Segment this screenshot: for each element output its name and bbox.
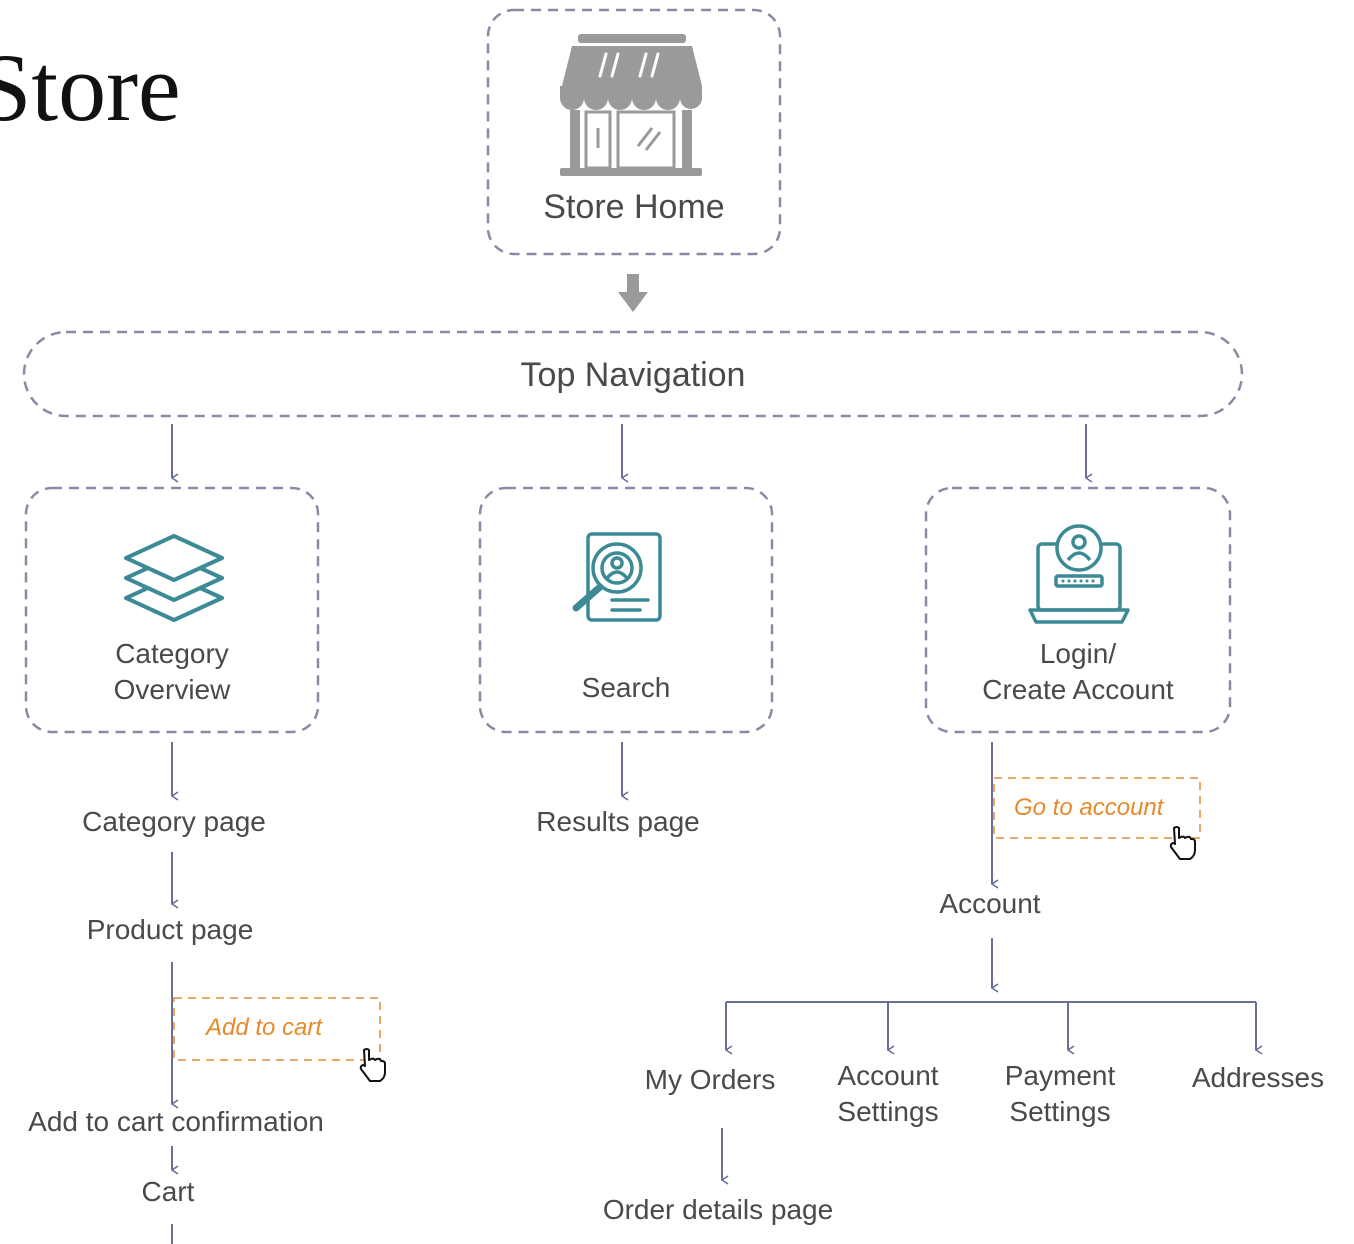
search-document-icon bbox=[572, 532, 662, 622]
add-to-cart-confirmation-label: Add to cart confirmation bbox=[28, 1106, 324, 1137]
go-to-account-action-box bbox=[993, 777, 1201, 839]
account-settings-line2: Settings bbox=[837, 1096, 939, 1127]
cart-label: Cart bbox=[141, 1176, 195, 1207]
login-line1: Login/ bbox=[1039, 638, 1117, 669]
login-label: Login/ Create Account bbox=[926, 636, 1230, 708]
login-box bbox=[924, 486, 1232, 734]
go-to-account-action-label: Go to account bbox=[1014, 794, 1164, 821]
login-line2: Create Account bbox=[982, 674, 1174, 705]
payment-settings-line1: Payment bbox=[1004, 1060, 1116, 1091]
laptop-login-icon bbox=[1028, 524, 1130, 624]
add-to-cart-action-label: Add to cart bbox=[206, 1014, 323, 1041]
search-box bbox=[478, 486, 774, 734]
account-label: Account bbox=[939, 888, 1041, 919]
page-title: Store bbox=[0, 34, 181, 141]
add-to-cart-action-box bbox=[173, 997, 381, 1061]
account-settings-label: Account Settings bbox=[812, 1058, 964, 1130]
category-overview-box bbox=[24, 486, 320, 734]
category-overview-label: Category Overview bbox=[26, 636, 318, 708]
category-page-label: Category page bbox=[82, 806, 266, 837]
product-page-label: Product page bbox=[86, 914, 254, 945]
my-orders-label: My Orders bbox=[644, 1064, 776, 1095]
order-details-page-label: Order details page bbox=[602, 1194, 834, 1225]
top-navigation-label: Top Navigation bbox=[520, 356, 746, 394]
storefront-icon bbox=[560, 34, 702, 176]
search-label: Search bbox=[581, 672, 671, 703]
hand-pointer-icon bbox=[359, 1048, 386, 1082]
hand-pointer-icon bbox=[1169, 826, 1196, 860]
store-home-box bbox=[486, 8, 782, 256]
layers-icon bbox=[124, 534, 224, 622]
payment-settings-line2: Settings bbox=[1009, 1096, 1111, 1127]
addresses-label: Addresses bbox=[1191, 1062, 1325, 1093]
store-home-label: Store Home bbox=[543, 188, 725, 226]
category-overview-line2: Overview bbox=[113, 674, 231, 705]
category-overview-line1: Category bbox=[115, 638, 229, 669]
payment-settings-label: Payment Settings bbox=[984, 1058, 1136, 1130]
top-navigation-box bbox=[22, 330, 1244, 418]
down-arrow-icon bbox=[618, 274, 648, 312]
results-page-label: Results page bbox=[536, 806, 700, 837]
account-settings-line1: Account bbox=[837, 1060, 939, 1091]
